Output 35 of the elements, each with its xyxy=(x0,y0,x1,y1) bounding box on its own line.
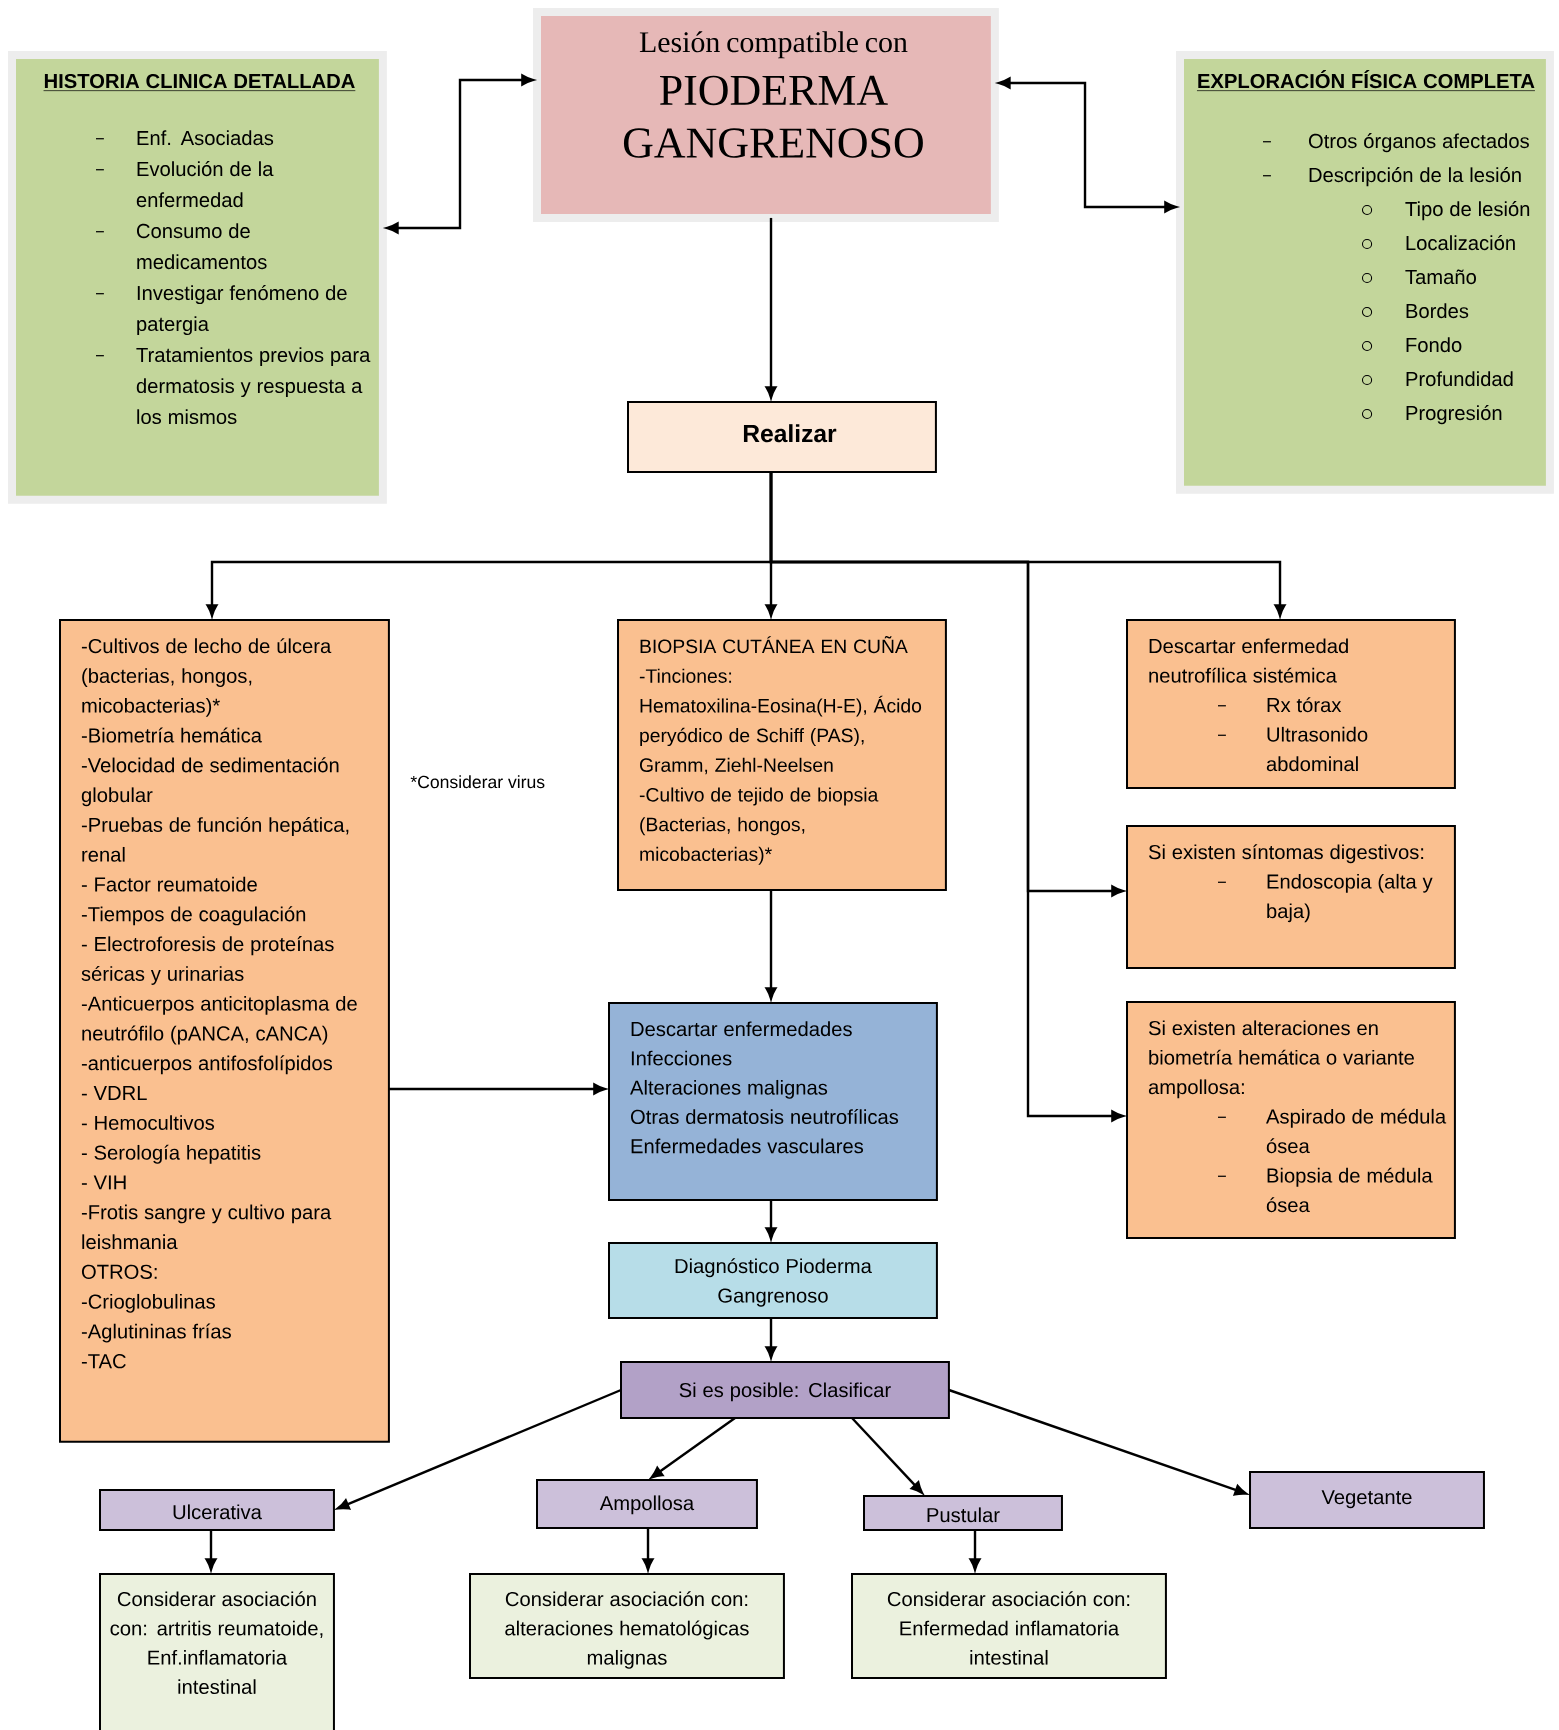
category-box: Ulcerativa xyxy=(99,1489,335,1531)
arrow xyxy=(386,74,534,234)
category-box: Pustular xyxy=(863,1495,1063,1531)
arrow xyxy=(765,1318,777,1359)
arrow xyxy=(650,1417,736,1479)
process-box: Si existen síntomas digestivos: Endoscopia (alta y baja) xyxy=(1126,825,1456,969)
process-box: Si existen alteraciones en biometría hemática o variante ampollosa: Aspirado de médula ósea Biopsia de médula ósea xyxy=(1126,1001,1456,1239)
footnote-text: *Considerar virus xyxy=(410,775,545,789)
process-box: Descartar enfermedad neutrofílica sistémica Rx tórax Ultrasonido abdominal xyxy=(1126,619,1456,789)
note-box: Considerar asociación con: artritis reumatoide, Enf.inflamatoria intestinal xyxy=(99,1573,335,1730)
category-box: Vegetante xyxy=(1249,1471,1485,1529)
process-box: Realizar xyxy=(627,401,937,473)
category-box: Ampollosa xyxy=(536,1479,758,1529)
arrow xyxy=(388,1083,606,1095)
arrow xyxy=(851,1417,924,1494)
arrow xyxy=(948,1388,1247,1496)
process-box: BIOPSIA CUTÁNEA EN CUÑA -Tinciones: Hematoxilina-Eosina(H-E), Ácido peryódico de Schiff (PAS), Gramm, Ziehl-Neelsen -Cultivo de tejido de biopsia (Bacterias, hongos, micobacterias)* xyxy=(617,619,947,891)
arrow xyxy=(765,889,777,1000)
arrow xyxy=(769,472,1124,1122)
arrow xyxy=(642,1528,654,1571)
title-box: Lesión compatible con PIODERMA GANGRENOSO xyxy=(533,8,999,222)
arrow xyxy=(336,1388,622,1510)
arrow xyxy=(969,1530,981,1571)
info-panel: HISTORIA CLINICA DETALLADA Enf. Asociadas Evolución de la enfermedad Consumo de medicamentos Investigar fenómeno de patergia Tratamientos previos para dermatosis y respuesta a los mismos xyxy=(8,51,387,504)
process-box: Diagnóstico Pioderma Gangrenoso xyxy=(608,1242,938,1319)
process-box: -Cultivos de lecho de úlcera (bacterias, hongos, micobacterias)* -Biometría hemática -Velocidad de sedimentación globular -Pruebas de función hepática, renal - Factor reumatoide -Tiempos de coagulación - Electroforesis de proteínas séricas y urinarias -Anticuerpos anticitoplasma de neutrófilo (pANCA, cANCA) -anticuerpos antifosfolípidos - VDRL - Hemocultivos - Serología hepatitis - VIH -Frotis sangre y cultivo para leishmania OTROS: -Crioglobulinas -Aglutininas frías -TAC xyxy=(59,619,390,1443)
info-panel: EXPLORACIÓN FÍSICA COMPLETA Otros órganos afectados Descripción de la lesión Tipo de lesión Localización Tamaño Bordes Fondo Profundidad Progresión xyxy=(1176,51,1554,494)
note-box: Considerar asociación con: alteraciones hematológicas malignas xyxy=(469,1573,785,1679)
arrow xyxy=(998,77,1177,213)
process-box: Si es posible: Clasificar xyxy=(620,1361,950,1419)
arrow xyxy=(765,1199,777,1240)
arrow xyxy=(765,217,777,399)
note-box: Considerar asociación con: Enfermedad inflamatoria intestinal xyxy=(851,1573,1167,1679)
process-box: Descartar enfermedades Infecciones Alteraciones malignas Otras dermatosis neutrofílicas Enfermedades vasculares xyxy=(608,1002,938,1201)
arrow xyxy=(205,1530,217,1571)
